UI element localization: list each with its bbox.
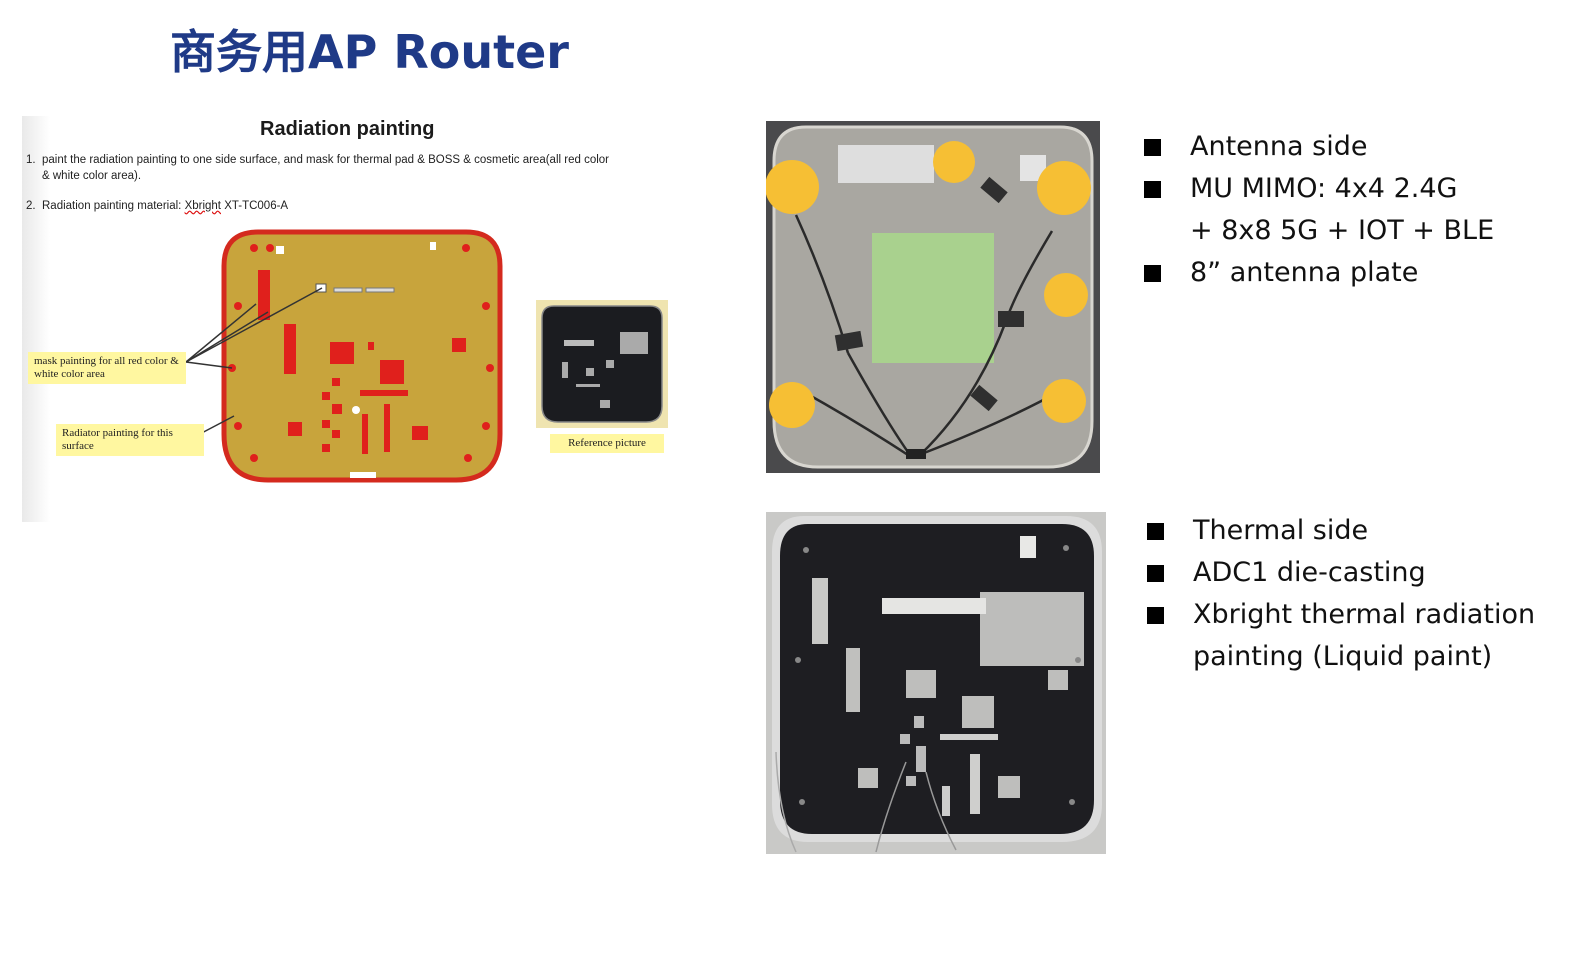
red-mask-area <box>412 426 428 440</box>
antenna-pad <box>769 382 815 428</box>
thermal-pad <box>998 776 1020 798</box>
thermal-pad <box>962 696 994 728</box>
white-area <box>350 472 376 478</box>
antenna-pad <box>1042 379 1086 423</box>
white-area <box>333 287 363 293</box>
square-bullet-icon <box>1144 265 1161 282</box>
radiator-painting-callout: Radiator painting for this surface <box>56 424 204 456</box>
red-mask-area <box>368 342 374 350</box>
white-area <box>276 246 284 254</box>
boss <box>250 454 258 462</box>
antenna-pad <box>766 160 819 214</box>
red-mask-area <box>258 270 270 320</box>
boss <box>234 302 242 310</box>
thermal-pad <box>812 578 828 644</box>
white-area <box>365 287 395 293</box>
boss <box>234 422 242 430</box>
reference-picture-frame <box>536 300 668 428</box>
thermal-pad <box>858 768 878 788</box>
red-mask-area <box>288 422 302 436</box>
square-bullet-icon <box>1147 607 1164 624</box>
antenna-pad <box>933 141 975 183</box>
boss <box>464 454 472 462</box>
antenna-side-photo <box>766 121 1100 473</box>
red-mask-area <box>360 390 408 396</box>
red-mask-area <box>452 338 466 352</box>
red-mask-area <box>322 392 330 400</box>
thermal-pad <box>1020 536 1036 558</box>
red-mask-area <box>330 342 354 364</box>
white-area <box>430 242 436 250</box>
thermal-pad <box>940 734 998 740</box>
thermal-pad <box>970 754 980 814</box>
mask-painting-callout: mask painting for all red color & white … <box>28 352 186 384</box>
antenna-pad <box>1044 273 1088 317</box>
red-mask-area <box>284 324 296 374</box>
thermal-pad <box>846 648 860 712</box>
thermal-pad <box>980 592 1084 666</box>
thermal-pad <box>1048 670 1068 690</box>
thermal-pad <box>906 670 936 698</box>
thermal-side-photo <box>766 512 1106 854</box>
boss <box>462 244 470 252</box>
document-heading: Radiation painting <box>260 118 435 140</box>
boss <box>486 364 494 372</box>
boss <box>250 244 258 252</box>
boss <box>482 422 490 430</box>
antenna-pad <box>1037 161 1091 215</box>
red-mask-area <box>362 414 368 454</box>
boss <box>482 302 490 310</box>
red-mask-area <box>332 404 342 414</box>
step-2: 2.Radiation painting material: Xbright X… <box>26 200 289 212</box>
red-mask-area <box>322 444 330 452</box>
boss <box>266 244 274 252</box>
thermal-pad <box>882 598 986 614</box>
step-1: 1.paint the radiation painting to one si… <box>26 154 609 182</box>
square-bullet-icon <box>1147 565 1164 582</box>
red-mask-area <box>332 378 340 386</box>
label-area <box>838 145 934 183</box>
red-mask-area <box>384 404 390 452</box>
square-bullet-icon <box>1144 181 1161 198</box>
slide-title: 商务用AP Router <box>170 25 569 79</box>
square-bullet-icon <box>1144 139 1161 156</box>
red-mask-area <box>380 360 404 384</box>
reference-picture <box>541 305 663 423</box>
document-edge-shadow <box>22 116 50 522</box>
callout-lines <box>185 287 323 437</box>
square-bullet-icon <box>1147 523 1164 540</box>
red-mask-area <box>322 420 330 428</box>
radiation-painting-document: Radiation painting 1.paint the radiation… <box>22 116 690 522</box>
plate-outline <box>221 229 503 483</box>
white-area <box>352 406 360 414</box>
reference-picture-callout: Reference picture <box>550 434 664 453</box>
red-mask-area <box>332 430 340 438</box>
green-block <box>872 233 994 363</box>
